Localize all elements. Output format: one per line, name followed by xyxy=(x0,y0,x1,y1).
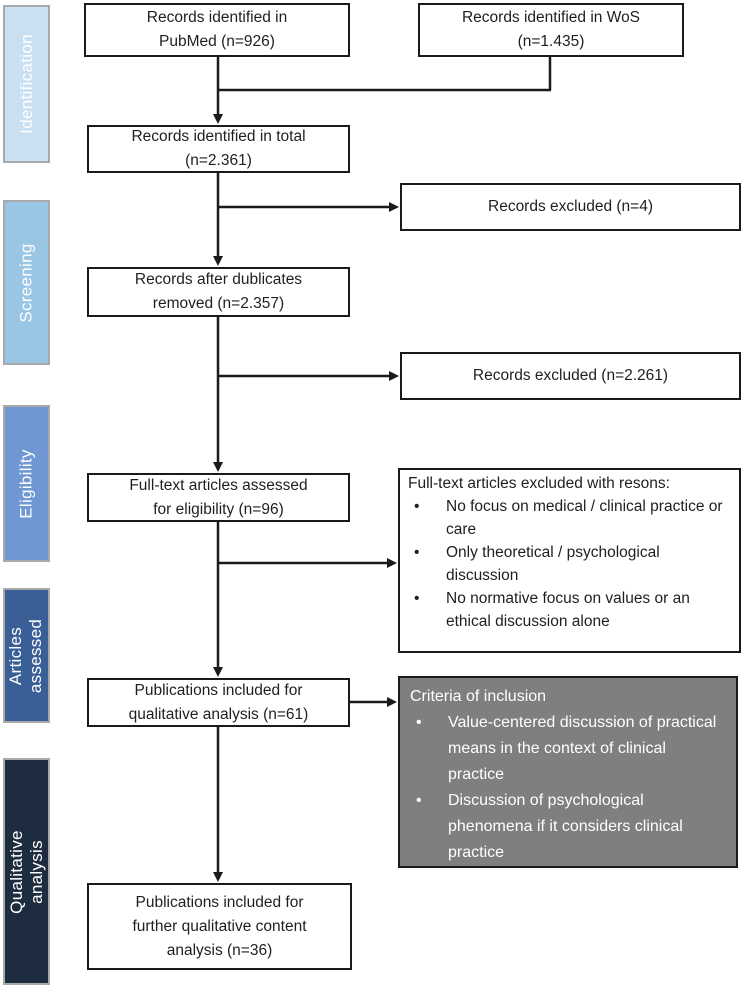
bullet-item: Discussion of psychological phenomena if… xyxy=(410,788,726,866)
exclusion-reasons-list: No focus on medical / clinical practice … xyxy=(408,495,731,633)
stage-qualitative-analysis-label: Qualitative analysis xyxy=(6,829,46,914)
exclusion-reasons-title: Full-text articles excluded with resons: xyxy=(408,475,670,492)
node-records-excluded-2261: Records excluded (n=2.261) xyxy=(400,352,741,400)
bullet-item: No focus on medical / clinical practice … xyxy=(408,495,731,541)
stage-identification: Identification xyxy=(3,5,50,163)
box-exclusion-reasons: Full-text articles excluded with resons:… xyxy=(398,468,741,653)
node-records-total: Records identified in total (n=2.361) xyxy=(87,125,350,173)
node-content-analysis: Publications included for further qualit… xyxy=(87,883,352,970)
stage-articles-assessed: Articles assessed xyxy=(3,588,50,723)
bullet-item: No normative focus on values or an ethic… xyxy=(408,587,731,633)
stage-identification-label: Identification xyxy=(16,34,36,134)
stage-screening-label: Screening xyxy=(16,242,36,323)
inclusion-criteria-list: Value-centered discussion of practical m… xyxy=(410,710,726,866)
node-fulltext-assessed: Full-text articles assessed for eligibil… xyxy=(87,473,350,522)
node-records-pubmed: Records identified in PubMed (n=926) xyxy=(84,3,350,57)
node-records-excluded-4: Records excluded (n=4) xyxy=(400,183,741,231)
stage-eligibility-label: Eligibility xyxy=(16,448,36,519)
stage-articles-assessed-label: Articles assessed xyxy=(6,618,46,693)
bullet-item: Only theoretical / psychological discuss… xyxy=(408,541,731,587)
node-records-deduplicated: Records after dublicates removed (n=2.35… xyxy=(87,267,350,317)
bullet-item: Value-centered discussion of practical m… xyxy=(410,710,726,788)
stage-qualitative-analysis: Qualitative analysis xyxy=(3,758,50,985)
stage-screening: Screening xyxy=(3,200,50,365)
node-records-wos: Records identified in WoS (n=1.435) xyxy=(418,3,684,57)
box-inclusion-criteria: Criteria of inclusion Value-centered dis… xyxy=(398,676,738,868)
node-qualitative-included: Publications included for qualitative an… xyxy=(87,678,350,727)
inclusion-criteria-title: Criteria of inclusion xyxy=(410,688,547,705)
stage-eligibility: Eligibility xyxy=(3,405,50,562)
